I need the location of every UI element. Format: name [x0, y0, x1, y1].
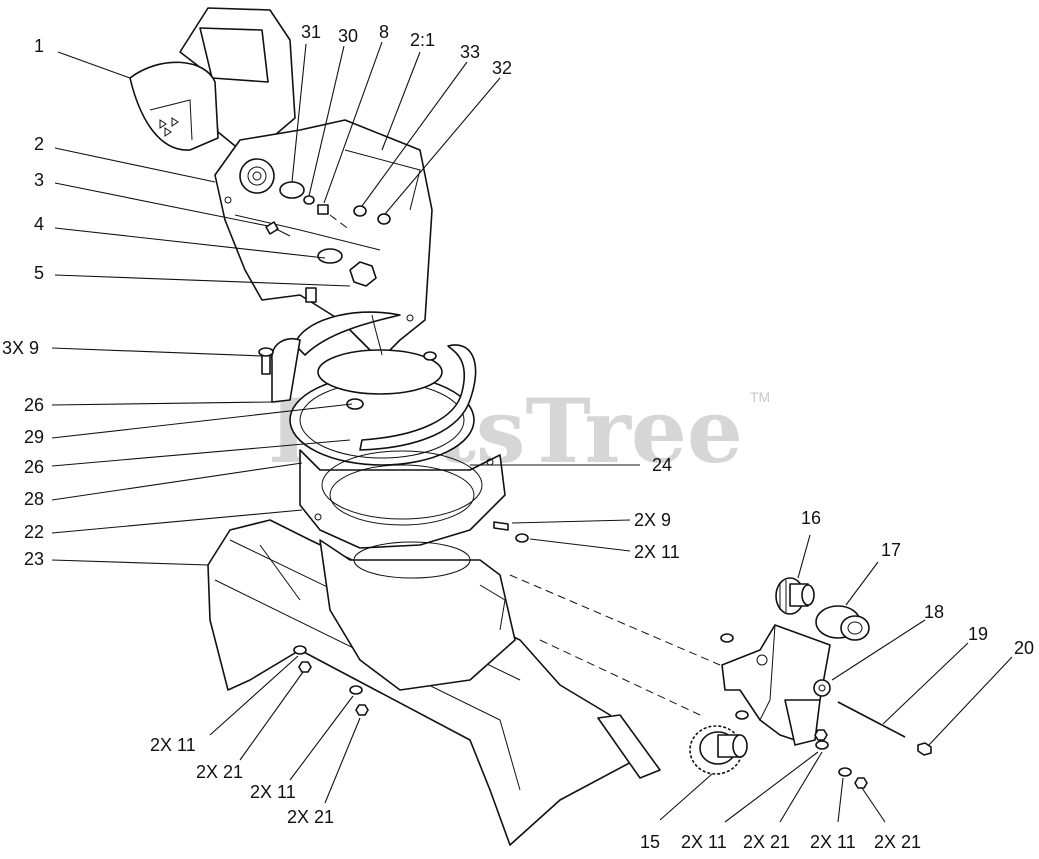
assembly-line-a	[509, 574, 721, 666]
part-18-bracket	[720, 624, 831, 746]
callout-29: 29	[24, 427, 44, 447]
assembly-line-b	[539, 639, 701, 716]
callout-4: 4	[34, 214, 44, 234]
leader-lines	[51, 41, 1013, 823]
callout-2x11-b: 2X 11	[250, 782, 296, 802]
callout-32: 32	[492, 58, 512, 78]
callout-26-lower: 26	[24, 457, 44, 477]
chute-hardware	[265, 181, 391, 303]
callout-1: 1	[34, 36, 44, 56]
ring-assembly	[258, 311, 506, 549]
callout-24: 24	[652, 455, 672, 475]
part-17-coupler	[815, 605, 870, 641]
watermark-trademark: TM	[750, 389, 770, 405]
callout-3x9: 3X 9	[2, 338, 39, 358]
callout-2x21-d: 2X 21	[874, 832, 921, 852]
callout-labels: 1 2 3 4 5 31 30 8 2:1 33 32 3X 9 26 29 2…	[2, 22, 1034, 852]
part-1-deflector	[129, 7, 296, 151]
callout-2: 2	[34, 134, 44, 154]
callout-5: 5	[34, 263, 44, 283]
part-16-pinion	[775, 577, 815, 615]
callout-31: 31	[301, 22, 321, 42]
part-23-housing	[207, 519, 661, 846]
callout-20: 20	[1014, 638, 1034, 658]
part-19-shaft	[837, 701, 906, 738]
callout-17: 17	[881, 540, 901, 560]
callout-2x21-a: 2X 21	[196, 762, 243, 782]
part-15-gear	[689, 725, 748, 775]
callout-28: 28	[24, 489, 44, 509]
callout-2-1: 2:1	[410, 30, 435, 50]
part-20-nut	[917, 742, 932, 756]
callout-19: 19	[968, 624, 988, 644]
callout-18: 18	[924, 602, 944, 622]
callout-23: 23	[24, 549, 44, 569]
callout-22: 22	[24, 522, 44, 542]
part-2-chute	[214, 119, 433, 361]
gear-drive-parts	[689, 577, 932, 789]
callout-2x11-c: 2X 11	[681, 832, 727, 852]
callout-3: 3	[34, 170, 44, 190]
callout-2x11-d: 2X 11	[810, 832, 856, 852]
callout-2x21-b: 2X 21	[287, 807, 334, 827]
housing-hardware	[293, 521, 529, 716]
callout-2x9: 2X 9	[634, 510, 671, 530]
callout-8: 8	[379, 22, 389, 42]
callout-2x11-a: 2X 11	[150, 735, 196, 755]
callout-15: 15	[640, 832, 660, 852]
callout-30: 30	[338, 26, 358, 46]
callout-33: 33	[460, 42, 480, 62]
callout-26-upper: 26	[24, 395, 44, 415]
callout-2x21-c: 2X 21	[743, 832, 790, 852]
callout-2x11-right: 2X 11	[634, 542, 680, 562]
callout-16: 16	[801, 508, 821, 528]
